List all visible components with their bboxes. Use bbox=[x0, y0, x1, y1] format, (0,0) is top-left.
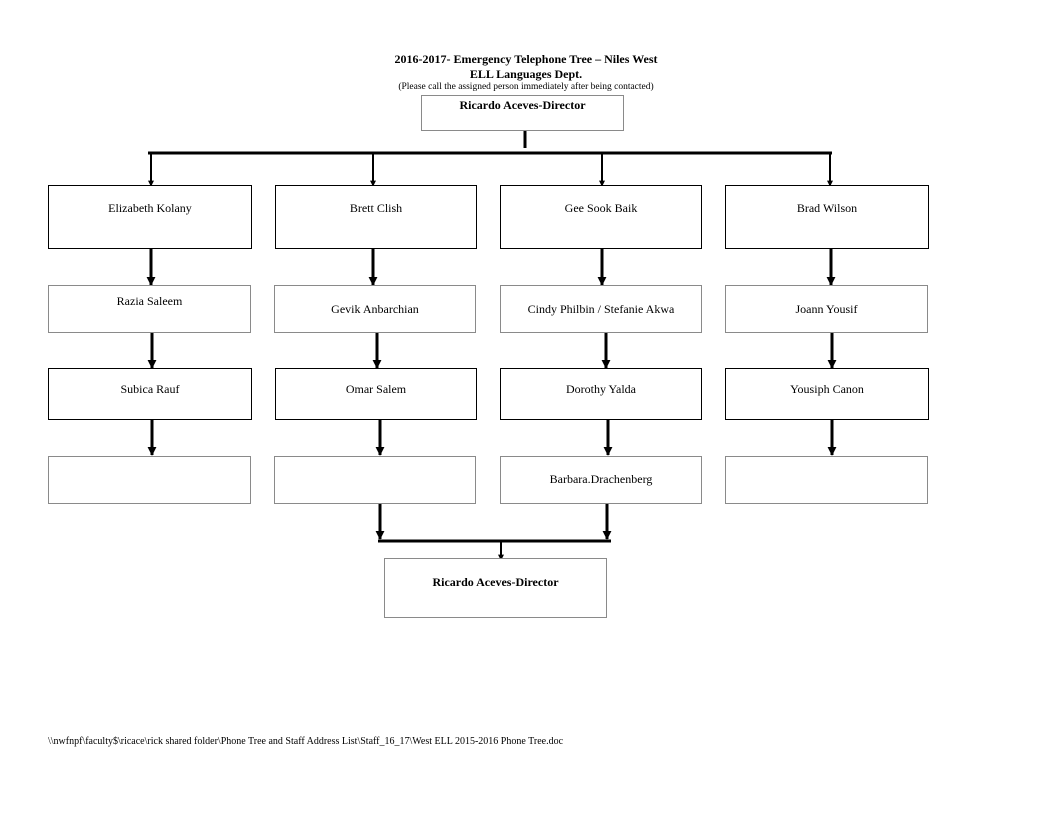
tree-box-col1-level2: Razia Saleem bbox=[48, 285, 251, 333]
tree-name-col1-level3: Subica Rauf bbox=[120, 382, 180, 396]
tree-box-col1-level1: Elizabeth Kolany bbox=[48, 185, 252, 249]
director-box-bottom: Ricardo Aceves-Director bbox=[384, 558, 607, 618]
tree-box-col3-level2: Cindy Philbin / Stefanie Akwa bbox=[500, 285, 702, 333]
tree-name-col2-level3: Omar Salem bbox=[345, 382, 407, 396]
tree-name-col3-level4: Barbara.Drachenberg bbox=[549, 472, 653, 486]
tree-name-col4-level3: Yousiph Canon bbox=[790, 382, 864, 396]
tree-name-col4-level2: Joann Yousif bbox=[795, 302, 858, 316]
director-name-bottom: Ricardo Aceves-Director bbox=[432, 575, 559, 589]
tree-name-col2-level1: Brett Clish bbox=[349, 201, 403, 215]
tree-box-col1-level4 bbox=[48, 456, 251, 504]
director-name-top: Ricardo Aceves-Director bbox=[459, 98, 586, 112]
tree-name-col3-level2: Cindy Philbin / Stefanie Akwa bbox=[527, 302, 675, 316]
tree-name-col3-level1: Gee Sook Baik bbox=[564, 201, 638, 215]
instructions-text: (Please call the assigned person immedia… bbox=[398, 82, 654, 92]
tree-name-col2-level2: Gevik Anbarchian bbox=[331, 302, 419, 316]
tree-box-col4-level4 bbox=[725, 456, 928, 504]
tree-box-col2-level4 bbox=[274, 456, 476, 504]
tree-box-col4-level3: Yousiph Canon bbox=[725, 368, 929, 420]
tree-name-col1-level2: Razia Saleem bbox=[116, 294, 183, 308]
footer-file-path: \\nwfnpf\faculty$\ricace\rick shared fol… bbox=[48, 736, 564, 747]
tree-box-col4-level2: Joann Yousif bbox=[725, 285, 928, 333]
tree-box-col2-level1: Brett Clish bbox=[275, 185, 477, 249]
tree-box-col3-level3: Dorothy Yalda bbox=[500, 368, 702, 420]
page-title: 2016-2017- Emergency Telephone Tree – Ni… bbox=[394, 52, 658, 66]
tree-box-col4-level1: Brad Wilson bbox=[725, 185, 929, 249]
tree-box-col2-level2: Gevik Anbarchian bbox=[274, 285, 476, 333]
tree-name-col3-level3: Dorothy Yalda bbox=[565, 382, 636, 396]
tree-box-col1-level3: Subica Rauf bbox=[48, 368, 252, 420]
tree-box-col2-level3: Omar Salem bbox=[275, 368, 477, 420]
tree-box-col3-level1: Gee Sook Baik bbox=[500, 185, 702, 249]
director-box-top: Ricardo Aceves-Director bbox=[421, 95, 624, 131]
tree-name-col4-level1: Brad Wilson bbox=[796, 201, 858, 215]
tree-box-col3-level4: Barbara.Drachenberg bbox=[500, 456, 702, 504]
department-title: ELL Languages Dept. bbox=[469, 67, 583, 81]
tree-name-col1-level1: Elizabeth Kolany bbox=[108, 201, 192, 215]
